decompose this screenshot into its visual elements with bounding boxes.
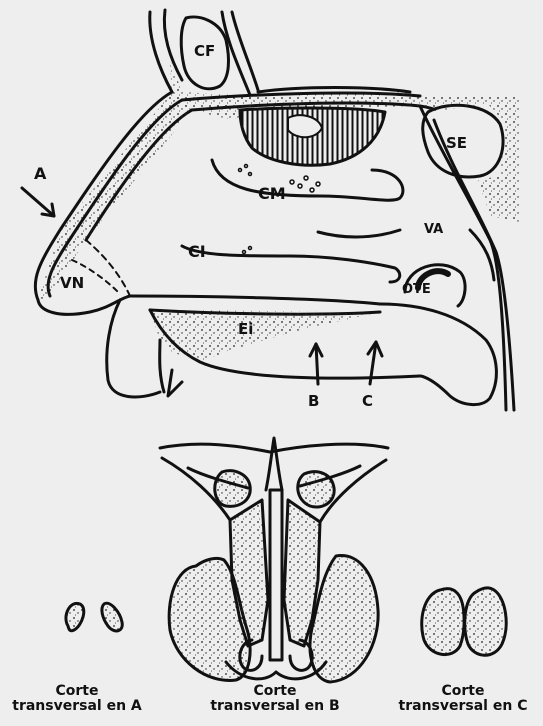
soft-palate (380, 304, 496, 405)
arrow-a (22, 188, 54, 216)
coronal-section-c (422, 588, 506, 655)
nasal-septum (270, 490, 282, 660)
label-cf: CF (194, 44, 215, 59)
caption-b-line1: Corte (190, 684, 360, 699)
label-va: VA (424, 223, 443, 236)
label-vn: VN (60, 276, 84, 291)
label-ci: CI (188, 244, 206, 260)
coronal-section-a (66, 603, 122, 631)
ethmoid-cells-left (215, 471, 250, 507)
label-b: B (308, 394, 319, 409)
palate-dots (150, 310, 380, 362)
ethmoid-block (240, 108, 385, 165)
label-a: A (34, 166, 46, 182)
crista-galli (266, 438, 282, 490)
caption-c-line1: Corte (384, 684, 542, 699)
caption-c: Corte transversal en C (384, 684, 542, 713)
ethmoid-cells-right (298, 472, 334, 507)
caption-c-line2: transversal en C (384, 699, 542, 714)
caption-a-line1: Corte (2, 684, 152, 699)
caption-a: Corte transversal en A (2, 684, 152, 713)
label-se: SE (446, 136, 467, 151)
label-c: C (362, 394, 373, 409)
inferior-turbinate (182, 230, 400, 282)
caption-b: Corte transversal en B (190, 684, 360, 713)
caption-a-line2: transversal en A (2, 699, 152, 714)
cavity-dots (239, 165, 321, 254)
label-cm: CM (258, 186, 286, 202)
label-ote: OTE (402, 283, 431, 296)
caption-b-line2: transversal en B (190, 699, 360, 714)
label-ei: Ei (238, 322, 253, 337)
maxillary-sinus-right (310, 556, 378, 682)
nasal-dorsum-dots (38, 92, 192, 300)
coronal-section-b (160, 438, 388, 682)
